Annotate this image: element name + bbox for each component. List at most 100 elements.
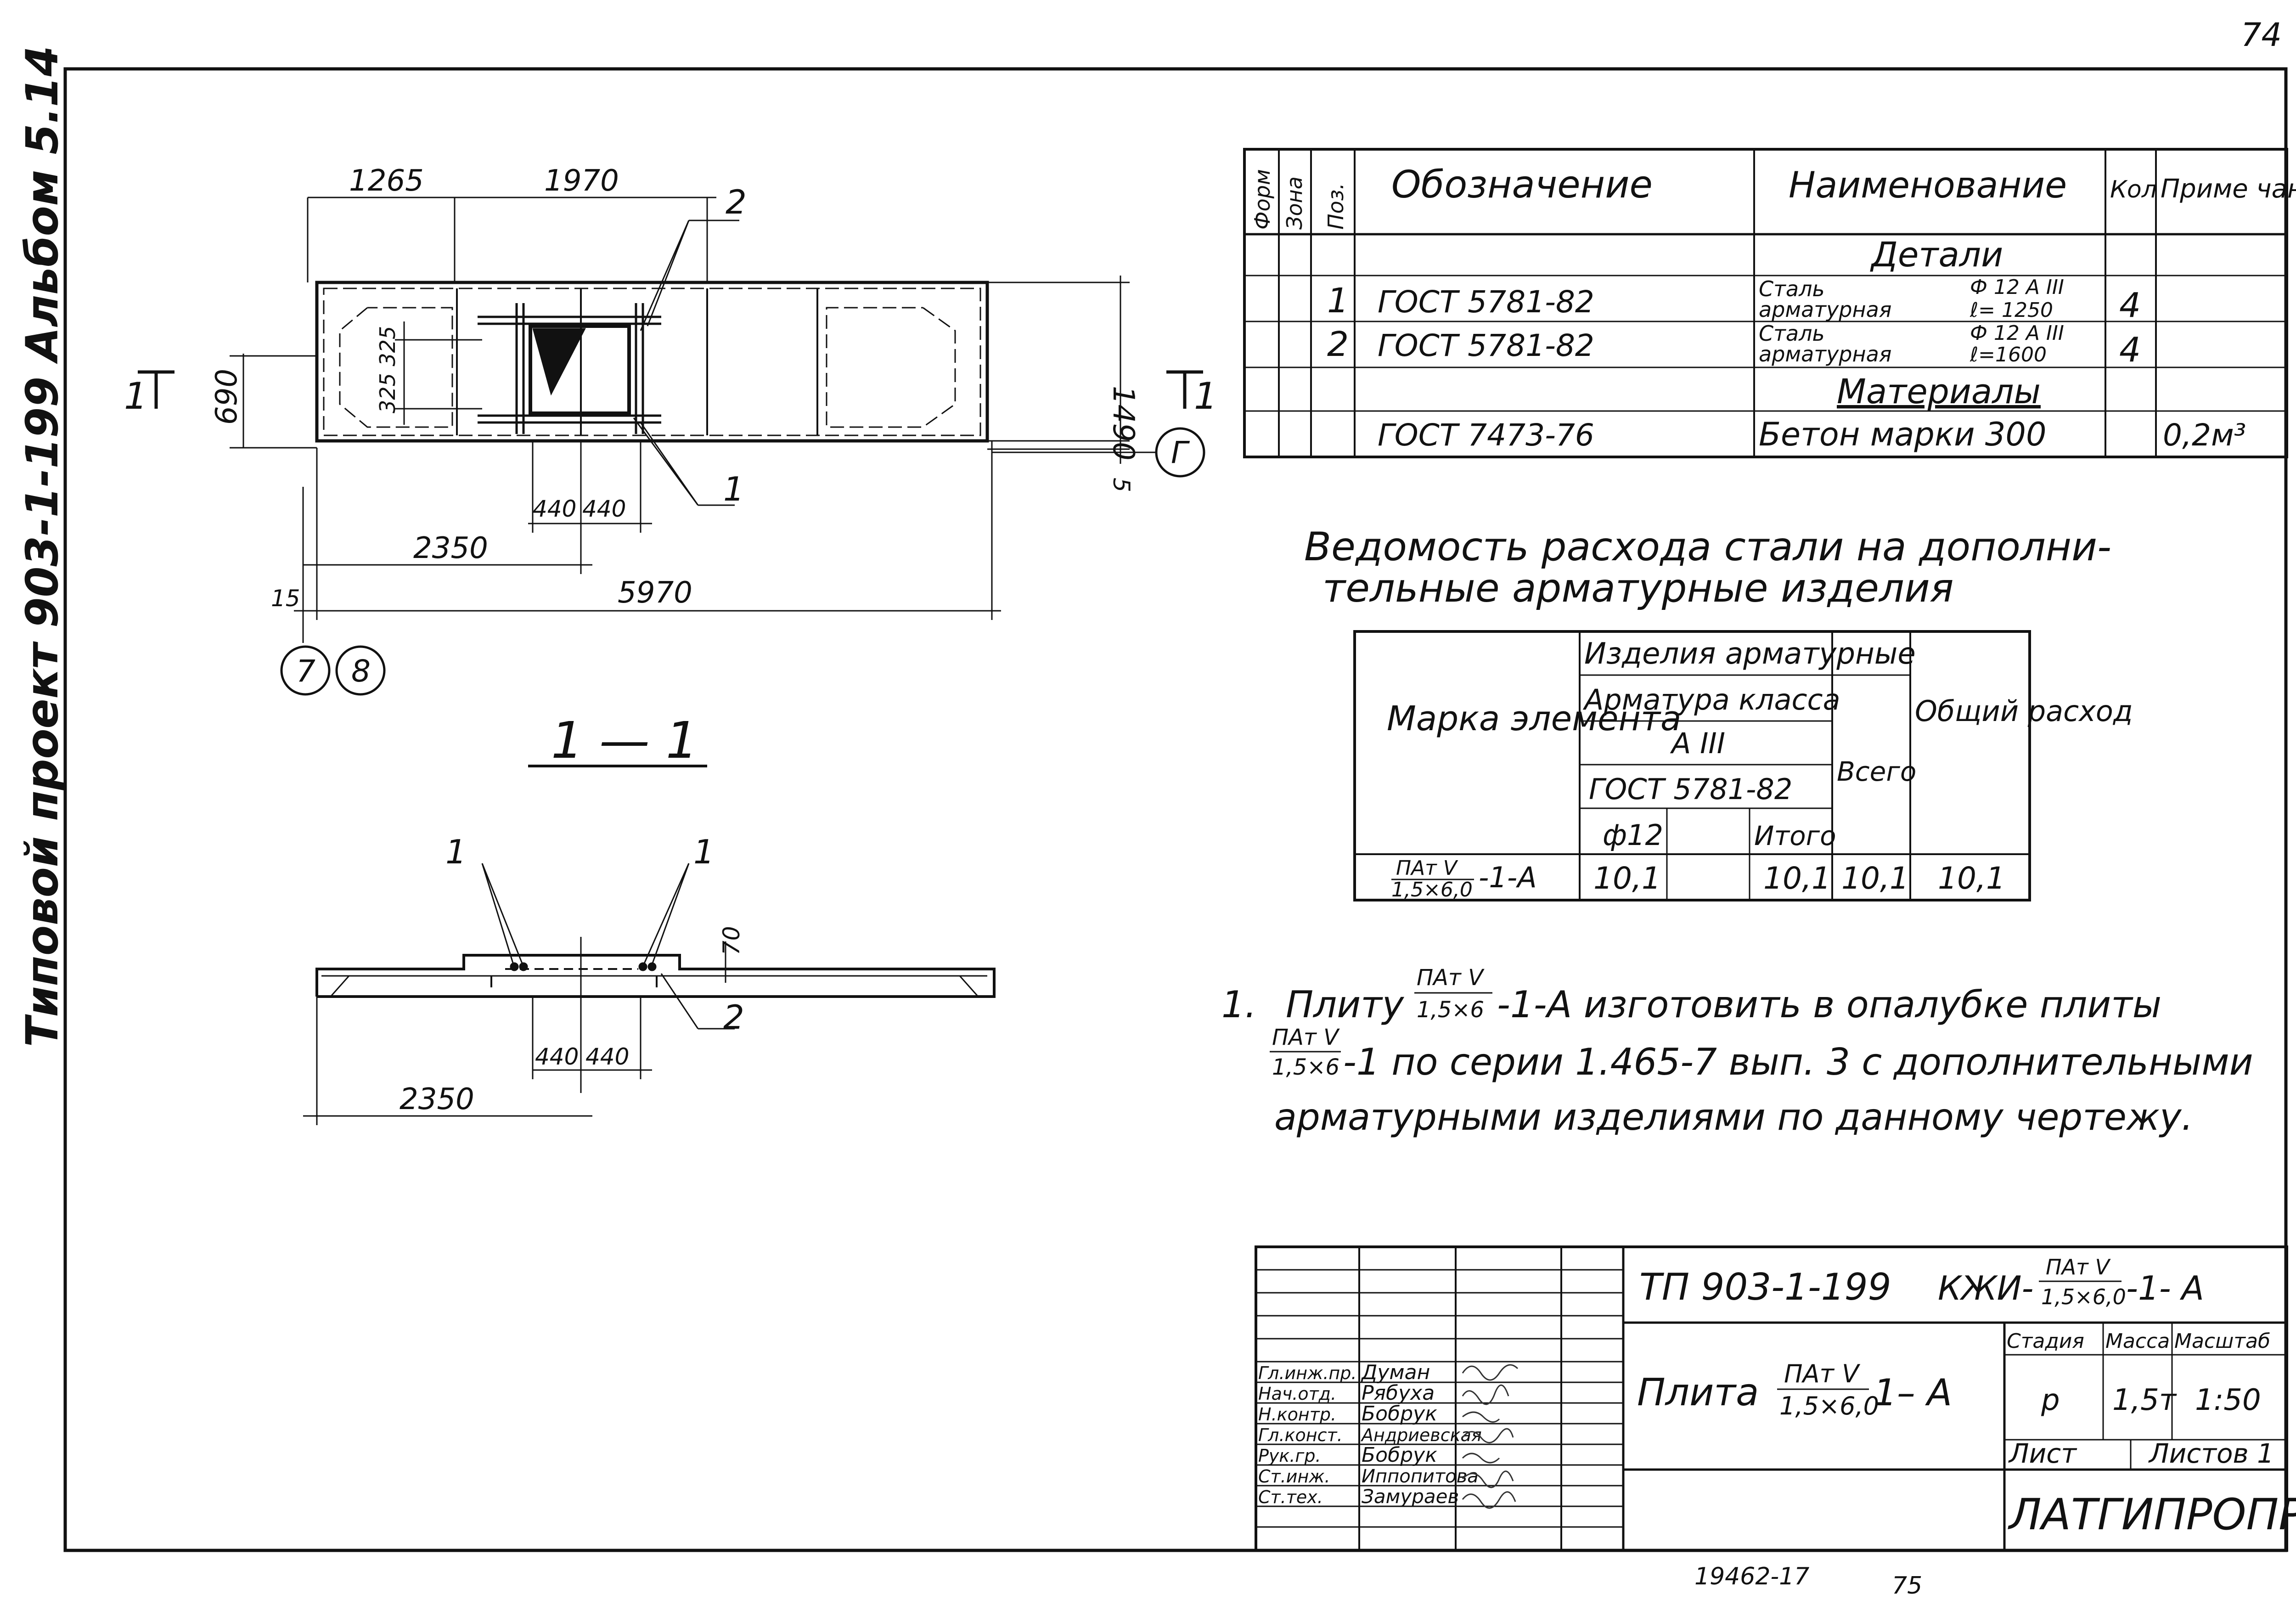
- tb-role-6: Ст.тех.: [1258, 1487, 1323, 1507]
- spec-row1-pos: 1: [1327, 281, 1349, 321]
- plan-view: [138, 197, 1205, 696]
- tb-item-num: ПАт V: [1784, 1359, 1861, 1388]
- section-marker-left: 1: [124, 375, 147, 417]
- section-callout-1b: 1: [693, 833, 715, 871]
- dim-5970: 5970: [618, 576, 692, 610]
- spec-col-designation: Обозначение: [1391, 163, 1653, 207]
- spec-table-text: Форм Зона Поз. Обозначение Наименование …: [1250, 163, 2296, 453]
- steel-col-total: Общий расход: [1915, 694, 2133, 728]
- spec-row1-spec1: Ф 12 А III: [1970, 276, 2064, 299]
- spec-col-note: Приме чание: [2161, 174, 2296, 204]
- spec-row2-qty: 4: [2119, 330, 2141, 370]
- tb-name-4: Бобрук: [1362, 1443, 1437, 1467]
- side-title: Типовой проект 903-1-199 Альбом 5.14: [17, 46, 68, 1047]
- steel-col-group: Изделия арматурные: [1584, 637, 1916, 671]
- tb-project: ТП 903-1-199: [1639, 1266, 1891, 1308]
- section-view: [303, 765, 996, 1125]
- title-block: [1255, 1245, 2288, 1552]
- steel-row-itogo: 10,1: [1763, 861, 1831, 896]
- note-frac1-num: ПАт V: [1417, 965, 1485, 991]
- note-line3: арматурными изделиями по данному чертежу…: [1274, 1096, 2193, 1138]
- tb-role-0: Гл.инж.пр.: [1258, 1363, 1356, 1383]
- spec-row2-name2: арматурная: [1759, 342, 1891, 366]
- section-callout-1a: 1: [445, 833, 467, 871]
- tb-name-5: Иппопитова: [1362, 1466, 1479, 1487]
- dim-325: 325 325: [375, 326, 400, 413]
- tb-role-3: Гл.конст.: [1258, 1425, 1343, 1445]
- tb-name-3: Андриевская: [1360, 1425, 1482, 1445]
- dim-1265: 1265: [349, 164, 424, 198]
- tb-stage: р: [2041, 1383, 2060, 1417]
- plan-dimensions: 1265 1970 1490 690 325 325 440 440 2350 …: [124, 164, 1217, 689]
- slab-outline: [315, 281, 989, 443]
- tb-name-2: Бобрук: [1362, 1402, 1437, 1425]
- steel-title-line1: Ведомость расхода стали на дополни-: [1304, 524, 2111, 570]
- axis-8: 8: [351, 654, 371, 689]
- section-labels: 1 — 1 1 1 2 70 440 440 2350: [400, 711, 745, 1116]
- steel-row-mark-den: 1,5×6,0: [1391, 878, 1473, 901]
- dim-440-b: 440: [582, 496, 626, 522]
- steel-col-class: Арматура класса: [1582, 683, 1840, 716]
- spec-row2-designation: ГОСТ 5781-82: [1378, 328, 1594, 363]
- tb-scale-label: Масштаб: [2174, 1330, 2270, 1353]
- section-marker-right: 1: [1194, 375, 1217, 417]
- axis-7: 7: [296, 654, 315, 689]
- spec-row2-pos: 2: [1327, 325, 1349, 364]
- steel-col-itogo: Итого: [1754, 820, 1836, 851]
- spec-col-qty: Кол: [2110, 176, 2157, 203]
- section-title: 1 — 1: [551, 711, 698, 770]
- dim-70: 70: [718, 926, 745, 955]
- spec-row1-spec2: ℓ= 1250: [1970, 299, 2053, 322]
- tb-code-suffix: -1- А: [2126, 1269, 2204, 1307]
- callout-2: 2: [726, 183, 747, 221]
- tb-code-num: ПАт V: [2046, 1255, 2111, 1279]
- steel-row-phi12: 10,1: [1593, 861, 1661, 896]
- dim-1970: 1970: [544, 164, 619, 198]
- tb-sheet-label: Лист: [2008, 1438, 2077, 1469]
- section-dim-440-a: 440: [535, 1043, 579, 1070]
- tb-name-6: Замураев: [1362, 1485, 1459, 1508]
- spec-row3-note: 0,2м³: [2163, 417, 2246, 453]
- tb-code-prefix: КЖИ-: [1938, 1269, 2034, 1307]
- spec-row2-spec2: ℓ=1600: [1970, 343, 2047, 366]
- section-dim-440-b: 440: [585, 1043, 629, 1070]
- steel-col-mark: Марка элемента: [1387, 699, 1681, 738]
- sheet-number: 74: [2241, 16, 2282, 54]
- footer-page: 75: [1892, 1572, 1922, 1600]
- tb-name-0: Думан: [1361, 1361, 1430, 1384]
- opening: [529, 324, 631, 415]
- tb-item-word: Плита: [1637, 1371, 1759, 1414]
- note-frac2-den: 1,5×6: [1272, 1054, 1339, 1080]
- spec-row3-designation: ГОСТ 7473-76: [1378, 417, 1594, 453]
- tb-code-den: 1,5×6,0: [2041, 1285, 2126, 1309]
- note-frac1-den: 1,5×6: [1417, 997, 1484, 1023]
- spec-row1-name2: арматурная: [1759, 297, 1891, 322]
- tb-item-suffix: 1– А: [1874, 1371, 1952, 1414]
- tb-role-1: Нач.отд.: [1258, 1384, 1336, 1404]
- tb-item-den: 1,5×6,0: [1779, 1392, 1879, 1420]
- dim-5: 5: [1108, 478, 1135, 492]
- tb-name-1: Рябуха: [1362, 1381, 1435, 1405]
- tb-role-4: Рук.гр.: [1258, 1446, 1321, 1466]
- spec-row1-qty: 4: [2119, 286, 2141, 325]
- note-frac2-num: ПАт V: [1272, 1025, 1340, 1050]
- tb-org: ЛАТГИПРОПРОМ: [2008, 1490, 2296, 1540]
- steel-statement-title: Ведомость расхода стали на дополни- тель…: [1304, 524, 2111, 611]
- steel-row-mark-num: ПАт V: [1396, 856, 1458, 880]
- steel-row-total: 10,1: [1938, 861, 2005, 896]
- steel-col-phi: ф12: [1603, 818, 1663, 852]
- spec-section-details: Детали: [1870, 235, 2003, 275]
- footer-code: 19462-17: [1694, 1563, 1809, 1590]
- tb-stage-label: Стадия: [2007, 1330, 2084, 1353]
- steel-table: [1353, 630, 2031, 901]
- spec-row2-spec1: Ф 12 А III: [1970, 321, 2064, 345]
- spec-col-form: Форм: [1250, 169, 1275, 230]
- tb-scale: 1:50: [2195, 1383, 2261, 1417]
- signature-scribbles: [1462, 1364, 1519, 1509]
- spec-row3-name: Бетон марки 300: [1759, 416, 2046, 453]
- steel-title-line2: тельные арматурные изделия: [1322, 565, 1953, 611]
- spec-col-name: Наименование: [1789, 165, 2067, 206]
- spec-col-pos: Поз.: [1323, 183, 1348, 230]
- steel-col-gost: ГОСТ 5781-82: [1589, 772, 1792, 806]
